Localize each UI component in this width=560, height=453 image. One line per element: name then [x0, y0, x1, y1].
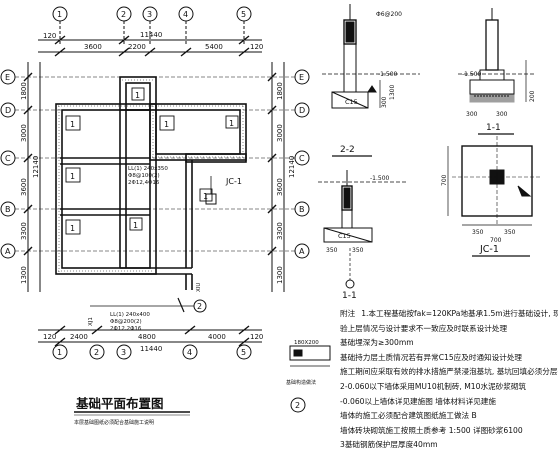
left-axis-bubbles [0, 69, 16, 259]
section-2-detail-drawing [289, 345, 331, 413]
notes-line-8: 墙体的施工必须配合建筑图纸施工做法 B [340, 411, 477, 421]
notes-line-3: 基础埋深为≥300mm [340, 338, 414, 348]
section-1-1-drawing [458, 8, 534, 103]
section-2-2-drawing [322, 4, 420, 109]
right-axis-bubbles [294, 69, 310, 259]
notes-head: 附注 [340, 309, 356, 318]
notes-line-7: -0.060以上墙体详见建施图 墙体材料详见建施 [340, 396, 496, 406]
section-1-1-lower-drawing [318, 170, 408, 289]
top-axis-bubbles [52, 6, 252, 45]
foundation-plan [0, 6, 310, 360]
notes-line-6: 2-0.060以下墙体采用MU10机制砖, M10水泥砂浆砌筑 [340, 381, 527, 391]
grid-lines [15, 76, 295, 252]
notes-line-5: 施工期间应采取有效的排水措施严禁浸泡基坑, 基坑回填必须分层夯实 [340, 367, 558, 377]
section-2-callout [193, 299, 207, 313]
wall-hatching [58, 79, 244, 272]
bottom-axis-bubbles [52, 344, 252, 360]
notes-line-4: 基础持力层土质情况若有异常C15应及时通知设计处理 [340, 352, 523, 362]
notes-line-9: 墙体砖块砌筑施工按照土质参考 1:500 详图砂浆6100 [340, 425, 523, 435]
jc1-footing-marker [205, 193, 217, 205]
drawing-sheet [0, 4, 542, 413]
foundation-walls [55, 76, 247, 290]
jc1-plan-drawing [447, 136, 542, 226]
notes-line-2: 验上层情况与设计要求不一致应及时联系设计处理 [340, 323, 508, 333]
